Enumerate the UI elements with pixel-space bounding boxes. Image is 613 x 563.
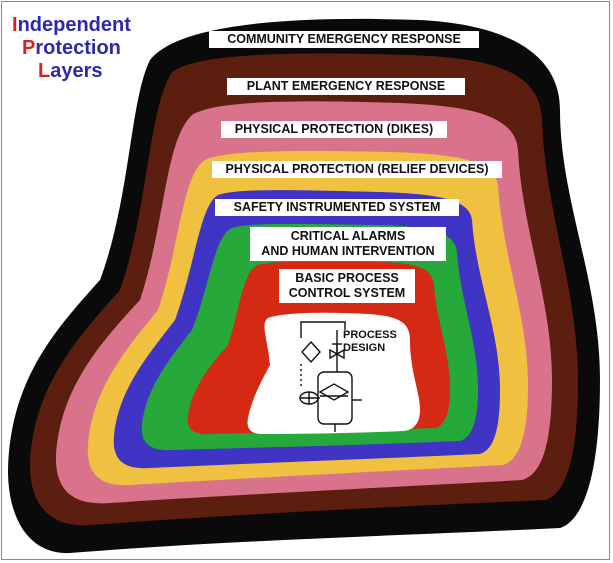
label-process-design-line-2: DESIGN bbox=[343, 342, 386, 354]
label-bpcs-line-2: CONTROL SYSTEM bbox=[288, 286, 406, 300]
title-initial-l: L bbox=[38, 60, 51, 82]
label-safety-instrumented-system: SAFETY INSTRUMENTED SYSTEM bbox=[215, 199, 459, 216]
label-physical-protection-dikes: PHYSICAL PROTECTION (DIKES) bbox=[221, 121, 447, 138]
label-critical-alarms-line-2: AND HUMAN INTERVENTION bbox=[261, 244, 435, 258]
process-piping bbox=[300, 321, 346, 338]
title-rest-2: rotection bbox=[35, 37, 121, 59]
title-initial-i: I bbox=[12, 14, 18, 36]
label-physical-protection-relief-devices: PHYSICAL PROTECTION (RELIEF DEVICES) bbox=[212, 161, 502, 178]
title-rest-3: ayers bbox=[50, 60, 103, 82]
title-line-1: Independent bbox=[12, 14, 131, 37]
layer-process-design bbox=[247, 312, 420, 434]
title-line-2: Protection bbox=[12, 37, 131, 60]
label-process-design: PROCESS DESIGN bbox=[343, 329, 397, 355]
diagram-title: Independent Protection Layers bbox=[12, 14, 131, 83]
label-critical-alarms-line-1: CRITICAL ALARMS bbox=[290, 229, 406, 243]
instrument-diamond-icon bbox=[300, 340, 321, 386]
title-rest-1: ndependent bbox=[17, 14, 131, 36]
label-process-design-line-1: PROCESS bbox=[343, 329, 397, 341]
label-basic-process-control-system: BASIC PROCESS CONTROL SYSTEM bbox=[279, 269, 415, 303]
title-line-3: Layers bbox=[12, 60, 131, 83]
heat-exchanger-icon bbox=[299, 391, 320, 405]
label-critical-alarms: CRITICAL ALARMS AND HUMAN INTERVENTION bbox=[250, 227, 446, 261]
label-bpcs-line-1: BASIC PROCESS bbox=[295, 271, 399, 285]
process-vessel-icon bbox=[317, 371, 362, 432]
control-valve-icon bbox=[329, 343, 345, 360]
process-schematic bbox=[299, 321, 362, 432]
label-plant-emergency-response: PLANT EMERGENCY RESPONSE bbox=[227, 78, 465, 95]
title-initial-p: P bbox=[22, 37, 36, 59]
label-community-emergency-response: COMMUNITY EMERGENCY RESPONSE bbox=[209, 31, 479, 48]
